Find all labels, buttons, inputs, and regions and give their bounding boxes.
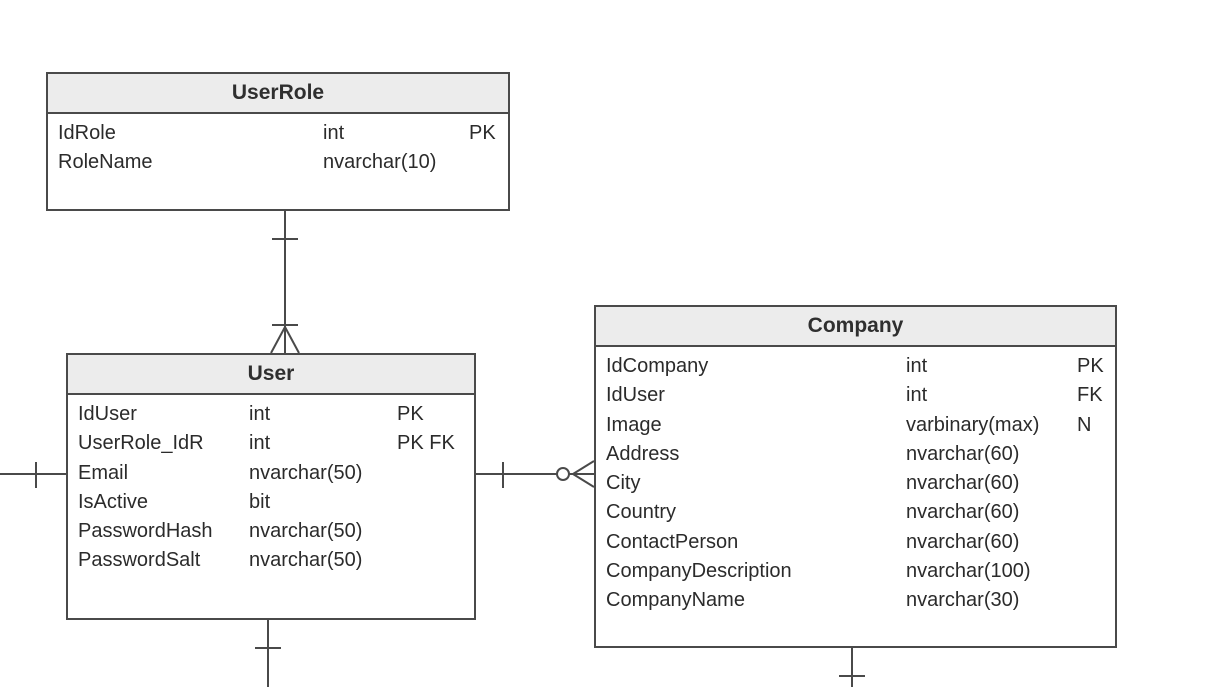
- user-bottom-connector: [255, 620, 281, 687]
- company-bottom-connector: [839, 648, 865, 687]
- attribute-type: nvarchar(30): [906, 589, 1020, 612]
- attribute-row: Country nvarchar(60): [596, 499, 1115, 528]
- attribute-name: Image: [606, 413, 662, 436]
- attribute-name: RoleName: [58, 151, 153, 174]
- attribute-name: CompanyDescription: [606, 560, 792, 583]
- attribute-name: IdUser: [78, 403, 137, 425]
- attribute-name: Address: [606, 442, 680, 465]
- attribute-list: IdRole int PK RoleName nvarchar(10): [48, 114, 508, 179]
- attribute-key: PK: [1077, 355, 1104, 377]
- attribute-row: CompanyDescription nvarchar(100): [596, 558, 1115, 587]
- attribute-type: bit: [249, 490, 271, 513]
- attribute-type: int: [323, 122, 345, 144]
- many-crowfoot-right: [284, 326, 300, 354]
- attribute-key: PK: [397, 403, 424, 425]
- attribute-type: nvarchar(60): [906, 530, 1020, 553]
- attribute-key: FK: [1077, 384, 1103, 407]
- attribute-name: City: [606, 472, 641, 495]
- attribute-name: Country: [606, 501, 677, 524]
- zero-circle: [556, 467, 570, 481]
- entity-user-title: User: [68, 355, 474, 395]
- attribute-type: nvarchar(100): [906, 560, 1031, 583]
- attribute-row: IdCompany int PK: [596, 353, 1115, 382]
- entity-userrole-title: UserRole: [48, 74, 508, 114]
- attribute-key: N: [1077, 413, 1092, 436]
- attribute-key: PK: [469, 122, 496, 144]
- attribute-name: IdCompany: [606, 355, 709, 377]
- attribute-name: PasswordHash: [78, 520, 213, 543]
- attribute-type: int: [249, 403, 271, 425]
- attribute-type: nvarchar(50): [249, 549, 363, 572]
- attribute-type: nvarchar(10): [323, 151, 437, 174]
- attribute-type: nvarchar(50): [249, 461, 363, 484]
- attribute-name: Email: [78, 461, 129, 484]
- attribute-type: nvarchar(50): [249, 520, 363, 543]
- entity-user[interactable]: User IdUser int PK UserRole_IdR int PK F…: [66, 353, 476, 620]
- attribute-row: IsActive bit: [68, 489, 474, 518]
- attribute-name: IsActive: [78, 490, 149, 513]
- attribute-name: IdRole: [58, 122, 116, 144]
- attribute-row: IdRole int PK: [48, 120, 508, 149]
- attribute-list: IdUser int PK UserRole_IdR int PK FK Ema…: [68, 395, 474, 577]
- entity-userrole[interactable]: UserRole IdRole int PK RoleName nvarchar…: [46, 72, 510, 211]
- userrole-user-relationship: [270, 211, 300, 354]
- attribute-name: IdUser: [606, 384, 665, 407]
- attribute-key: PK FK: [397, 432, 455, 455]
- entity-company-title: Company: [596, 307, 1115, 347]
- attribute-row: ContactPerson nvarchar(60): [596, 529, 1115, 558]
- attribute-type: nvarchar(60): [906, 472, 1020, 495]
- attribute-name: CompanyName: [606, 589, 745, 612]
- attribute-row: PasswordSalt nvarchar(50): [68, 547, 474, 576]
- attribute-type: varbinary(max): [906, 413, 1040, 436]
- attribute-name: PasswordSalt: [78, 549, 201, 572]
- attribute-row: IdUser int PK: [68, 401, 474, 430]
- attribute-row: CompanyName nvarchar(30): [596, 587, 1115, 616]
- attribute-row: Email nvarchar(50): [68, 460, 474, 489]
- user-left-connector: [0, 462, 66, 488]
- many-crowfoot-left: [270, 326, 286, 354]
- attribute-type: int: [249, 432, 271, 455]
- attribute-row: RoleName nvarchar(10): [48, 149, 508, 178]
- attribute-name: UserRole_IdR: [78, 432, 204, 455]
- attribute-name: ContactPerson: [606, 530, 739, 553]
- attribute-type: int: [906, 384, 928, 407]
- attribute-list: IdCompany int PK IdUser int FK Image var…: [596, 347, 1115, 617]
- many-crowfoot-top: [572, 460, 595, 475]
- attribute-type: int: [906, 355, 928, 377]
- entity-company[interactable]: Company IdCompany int PK IdUser int FK I…: [594, 305, 1117, 648]
- attribute-type: nvarchar(60): [906, 501, 1020, 524]
- attribute-row: City nvarchar(60): [596, 470, 1115, 499]
- attribute-row: UserRole_IdR int PK FK: [68, 430, 474, 459]
- attribute-row: Address nvarchar(60): [596, 441, 1115, 470]
- attribute-type: nvarchar(60): [906, 442, 1020, 465]
- attribute-row: Image varbinary(max) N: [596, 412, 1115, 441]
- user-company-relationship: [476, 460, 595, 488]
- attribute-row: PasswordHash nvarchar(50): [68, 518, 474, 547]
- many-crowfoot-bottom: [572, 473, 595, 488]
- attribute-row: IdUser int FK: [596, 382, 1115, 411]
